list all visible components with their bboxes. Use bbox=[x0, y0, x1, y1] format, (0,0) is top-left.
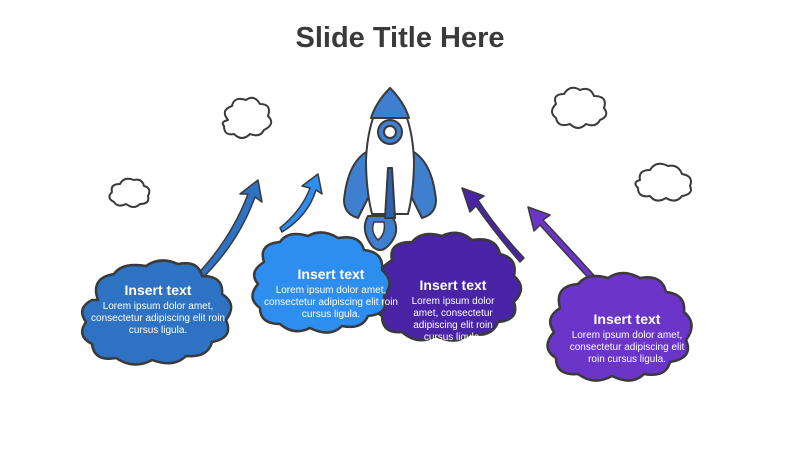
rocket-icon bbox=[343, 87, 437, 251]
cloud-shape-2 bbox=[251, 231, 391, 334]
text-box-heading: Insert text bbox=[593, 311, 661, 327]
text-box-body: Lorem ipsum dolor amet, consectetur adip… bbox=[91, 301, 225, 336]
text-box-heading: Insert text bbox=[297, 266, 365, 282]
text-box-3: Insert text Lorem ipsum dolor amet, cons… bbox=[398, 277, 508, 344]
cloud-icon bbox=[108, 177, 151, 208]
cloud-icon bbox=[221, 96, 273, 139]
arrow-icon bbox=[527, 206, 601, 286]
text-box-4: Insert text Lorem ipsum dolor amet, cons… bbox=[568, 311, 686, 366]
text-box-body: Lorem ipsum dolor amet, consectetur adip… bbox=[264, 285, 398, 320]
text-box-body: Lorem ipsum dolor amet, consectetur adip… bbox=[411, 296, 495, 343]
cloud-icon bbox=[634, 162, 692, 202]
cloud-shape-3 bbox=[371, 231, 523, 342]
arrow-icon bbox=[279, 173, 323, 233]
text-box-2: Insert text Lorem ipsum dolor amet, cons… bbox=[264, 266, 398, 321]
cloud-shape-4 bbox=[546, 271, 693, 382]
cloud-icon bbox=[551, 86, 608, 129]
text-box-body: Lorem ipsum dolor amet, consectetur adip… bbox=[569, 330, 685, 365]
arrow-icon bbox=[189, 179, 263, 286]
text-box-heading: Insert text bbox=[124, 282, 192, 298]
slide-title: Slide Title Here bbox=[295, 22, 505, 54]
text-box-heading: Insert text bbox=[419, 277, 487, 293]
cloud-shape-1 bbox=[80, 259, 233, 366]
text-box-1: Insert text Lorem ipsum dolor amet, cons… bbox=[88, 282, 228, 337]
arrow-icon bbox=[461, 187, 525, 263]
